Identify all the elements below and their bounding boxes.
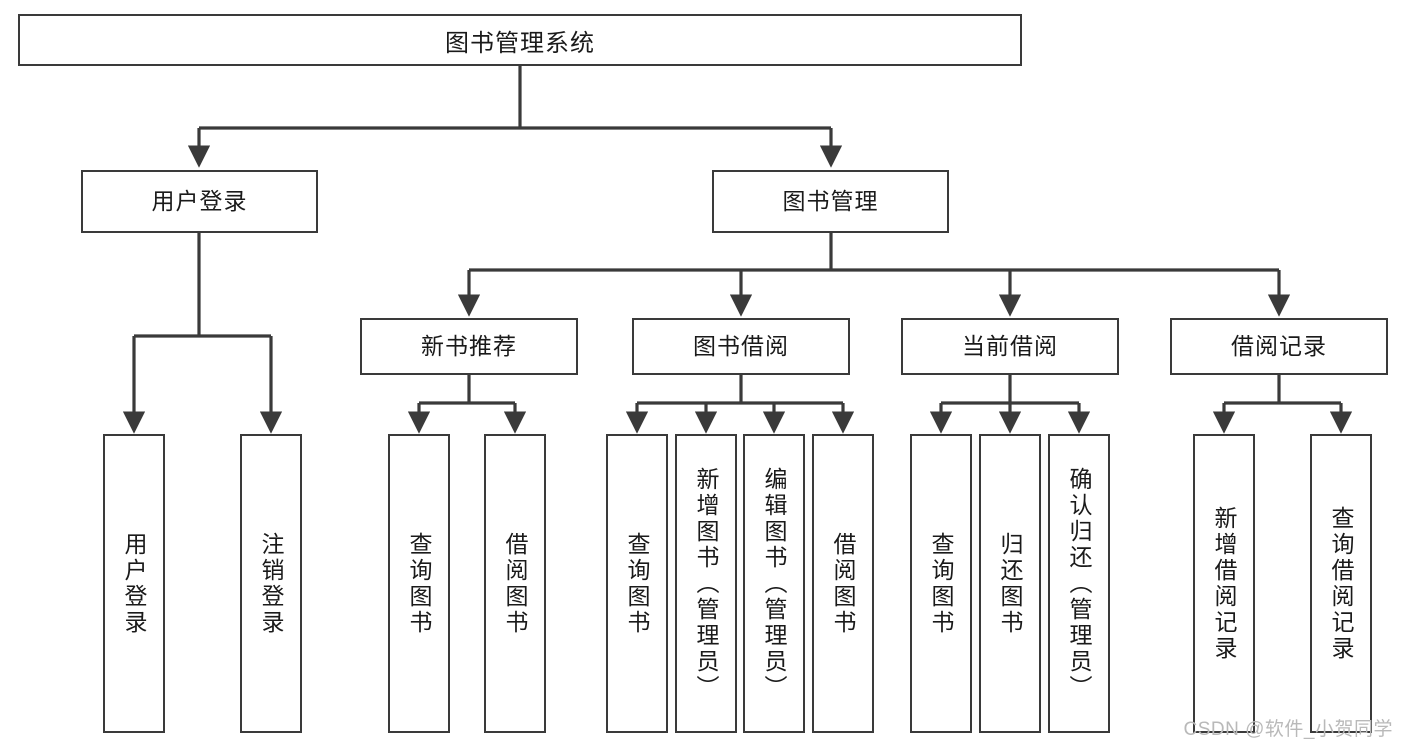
node-book-management[interactable]: 图书管理 — [712, 170, 949, 233]
node-borrow-record[interactable]: 借阅记录 — [1170, 318, 1388, 375]
node-label: 查询图书 — [624, 531, 651, 636]
leaf-borrow-borrow-book[interactable]: 借阅图书 — [812, 434, 874, 733]
node-label: 用户登录 — [151, 187, 248, 214]
node-label: 新增借阅记录 — [1211, 505, 1238, 662]
leaf-borrow-edit-book-admin[interactable]: 编辑图书（管理员） — [743, 434, 805, 733]
leaf-record-query-record[interactable]: 查询借阅记录 — [1310, 434, 1372, 733]
leaf-borrow-add-book-admin[interactable]: 新增图书（管理员） — [675, 434, 737, 733]
leaf-borrow-query-book[interactable]: 查询图书 — [606, 434, 668, 733]
watermark-text: CSDN @软件_小贺同学 — [1183, 719, 1393, 740]
node-user-login[interactable]: 用户登录 — [81, 170, 318, 233]
leaf-new-book-borrow[interactable]: 借阅图书 — [484, 434, 546, 733]
leaf-current-query-book[interactable]: 查询图书 — [910, 434, 972, 733]
leaf-current-confirm-return-admin[interactable]: 确认归还（管理员） — [1048, 434, 1110, 733]
node-label: 查询图书 — [928, 531, 955, 636]
node-label: 当前借阅 — [962, 332, 1058, 359]
node-label: 借阅记录 — [1231, 332, 1327, 359]
node-label: 新增图书（管理员） — [693, 466, 720, 701]
node-label: 新书推荐 — [421, 332, 517, 359]
node-label: 归还图书 — [997, 531, 1024, 636]
node-book-borrow[interactable]: 图书借阅 — [632, 318, 850, 375]
leaf-new-book-query[interactable]: 查询图书 — [388, 434, 450, 733]
node-label: 借阅图书 — [830, 531, 857, 636]
node-label: 借阅图书 — [502, 531, 529, 636]
leaf-user-login-login[interactable]: 用户登录 — [103, 434, 165, 733]
node-label: 图书管理系统 — [445, 29, 595, 57]
leaf-current-return-book[interactable]: 归还图书 — [979, 434, 1041, 733]
node-new-book-recommend[interactable]: 新书推荐 — [360, 318, 578, 375]
node-current-borrow[interactable]: 当前借阅 — [901, 318, 1119, 375]
leaf-record-add-record[interactable]: 新增借阅记录 — [1193, 434, 1255, 733]
node-label: 查询图书 — [406, 531, 433, 636]
node-label: 注销登录 — [258, 531, 285, 636]
node-label: 用户登录 — [121, 531, 148, 636]
node-label: 确认归还（管理员） — [1066, 466, 1093, 701]
node-root-book-management-system[interactable]: 图书管理系统 — [18, 14, 1022, 66]
node-label: 编辑图书（管理员） — [761, 466, 788, 701]
node-label: 图书管理 — [782, 187, 879, 214]
node-label: 图书借阅 — [693, 332, 789, 359]
node-label: 查询借阅记录 — [1328, 505, 1355, 662]
leaf-user-login-logout[interactable]: 注销登录 — [240, 434, 302, 733]
